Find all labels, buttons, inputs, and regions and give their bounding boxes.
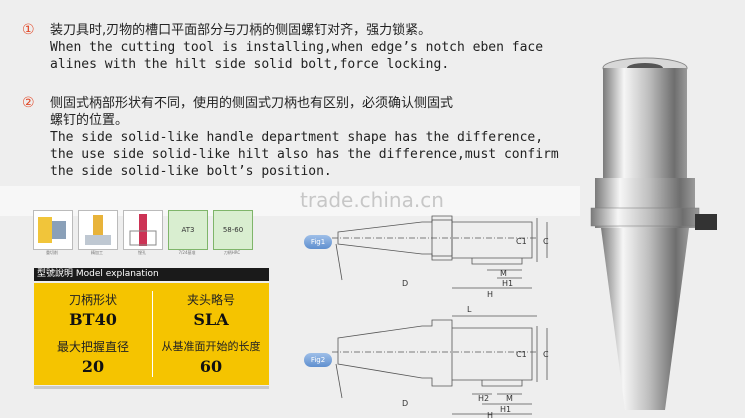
fig2-dim-h2: H2 — [478, 394, 489, 403]
step-number-1: ① — [22, 22, 35, 38]
chuck-value: SLA — [193, 310, 229, 329]
fig1-dim-c1: C1 — [516, 237, 527, 246]
shank-label: 刀柄形状 — [68, 293, 117, 307]
model-box-shadow — [34, 386, 269, 389]
instruction-1-en-line2: alines with the hilt side solid bolt,for… — [50, 57, 450, 72]
model-header: 型號說明 Model explanation — [34, 268, 269, 281]
fig1-dim-c: C — [543, 237, 549, 246]
fig2-tag: Fig2 — [304, 353, 332, 367]
at3-badge: AT3 — [168, 210, 208, 250]
fig2-dim-l: L — [467, 305, 472, 314]
instruction-1-en-line1: When the cutting tool is installing,when… — [50, 40, 544, 55]
tile-caption-4: 7/24基准 — [178, 250, 196, 255]
instruction-2-en-line3: the side solid-like bolt’s position. — [50, 164, 332, 179]
diameter-value: 20 — [81, 357, 105, 376]
hrc-label: 58-60 — [222, 226, 244, 234]
instruction-2-en-line1: The side solid-like handle department sh… — [50, 130, 544, 145]
model-explanation-box: 刀柄形状 BT40 夹头略号 SLA 最大把握直径 20 从基准面开始的长度 6… — [34, 283, 269, 385]
instruction-2-zh-line1: 侧固式柄部形状有不同，使用的侧固式刀柄也有区别，必须确认侧固式 — [50, 96, 454, 111]
model-header-zh: 型號說明 — [37, 269, 74, 279]
hrc-badge: 58-60 — [213, 210, 253, 250]
instruction-1-zh: 装刀具时,刃物的槽口平面部分与刀柄的侧固螺钉对齐，强力锁紧。 — [50, 23, 432, 38]
fig1-dim-d: D — [402, 279, 408, 288]
tile-caption-2: 精加工 — [91, 250, 103, 255]
tile-caption-1: 重切削 — [46, 250, 58, 255]
finishing-icon — [78, 210, 118, 250]
fig2-dim-m: M — [506, 394, 513, 403]
fig1-dim-m: M — [500, 269, 507, 278]
boring-icon — [123, 210, 163, 250]
fig2-dim-c1: C1 — [516, 350, 527, 359]
length-value: 60 — [199, 357, 223, 376]
model-header-en: Model explanation — [75, 269, 159, 279]
shank-value: BT40 — [69, 310, 117, 329]
model-divider — [152, 291, 153, 377]
at3-label: AT3 — [181, 226, 195, 234]
instruction-2-en-line2: the use side solid-like hilt also has th… — [50, 147, 559, 162]
fig2-dim-h1: H1 — [500, 405, 511, 414]
fig1-dim-h1: H1 — [502, 279, 513, 288]
step-number-2: ② — [22, 95, 35, 111]
fig1-dim-h: H — [487, 290, 493, 299]
tile-caption-3: 镗孔 — [138, 250, 146, 255]
chuck-label: 夹头略号 — [186, 293, 235, 307]
heavy-cutting-icon — [33, 210, 73, 250]
instruction-2-zh-line2: 螺钉的位置。 — [50, 113, 129, 128]
watermark-text: trade.china.cn — [300, 188, 444, 212]
fig2-dim-d: D — [402, 399, 408, 408]
fig2-dim-h: H — [487, 411, 493, 418]
fig1-tag: Fig1 — [304, 235, 332, 249]
fig1-diagram: C1 C D M H1 H — [332, 215, 549, 299]
fig2-diagram: L C1 C D H2 M H1 H — [332, 305, 549, 418]
feature-icons: 重切削 精加工 镗孔 AT3 7/24基准 58-60 刀柄HRC — [33, 210, 253, 266]
instruction-2: ② 侧固式柄部形状有不同，使用的侧固式刀柄也有区别，必须确认侧固式 螺钉的位置。… — [22, 95, 562, 180]
length-label: 从基准面开始的长度 — [161, 340, 261, 353]
instruction-1: ① 装刀具时,刃物的槽口平面部分与刀柄的侧固螺钉对齐，强力锁紧。 When th… — [22, 22, 562, 73]
fig2-dim-c: C — [543, 350, 549, 359]
tile-caption-5: 刀柄HRC — [223, 250, 241, 255]
tool-holder-image — [590, 57, 717, 410]
diameter-label: 最大把握直径 — [56, 340, 129, 354]
